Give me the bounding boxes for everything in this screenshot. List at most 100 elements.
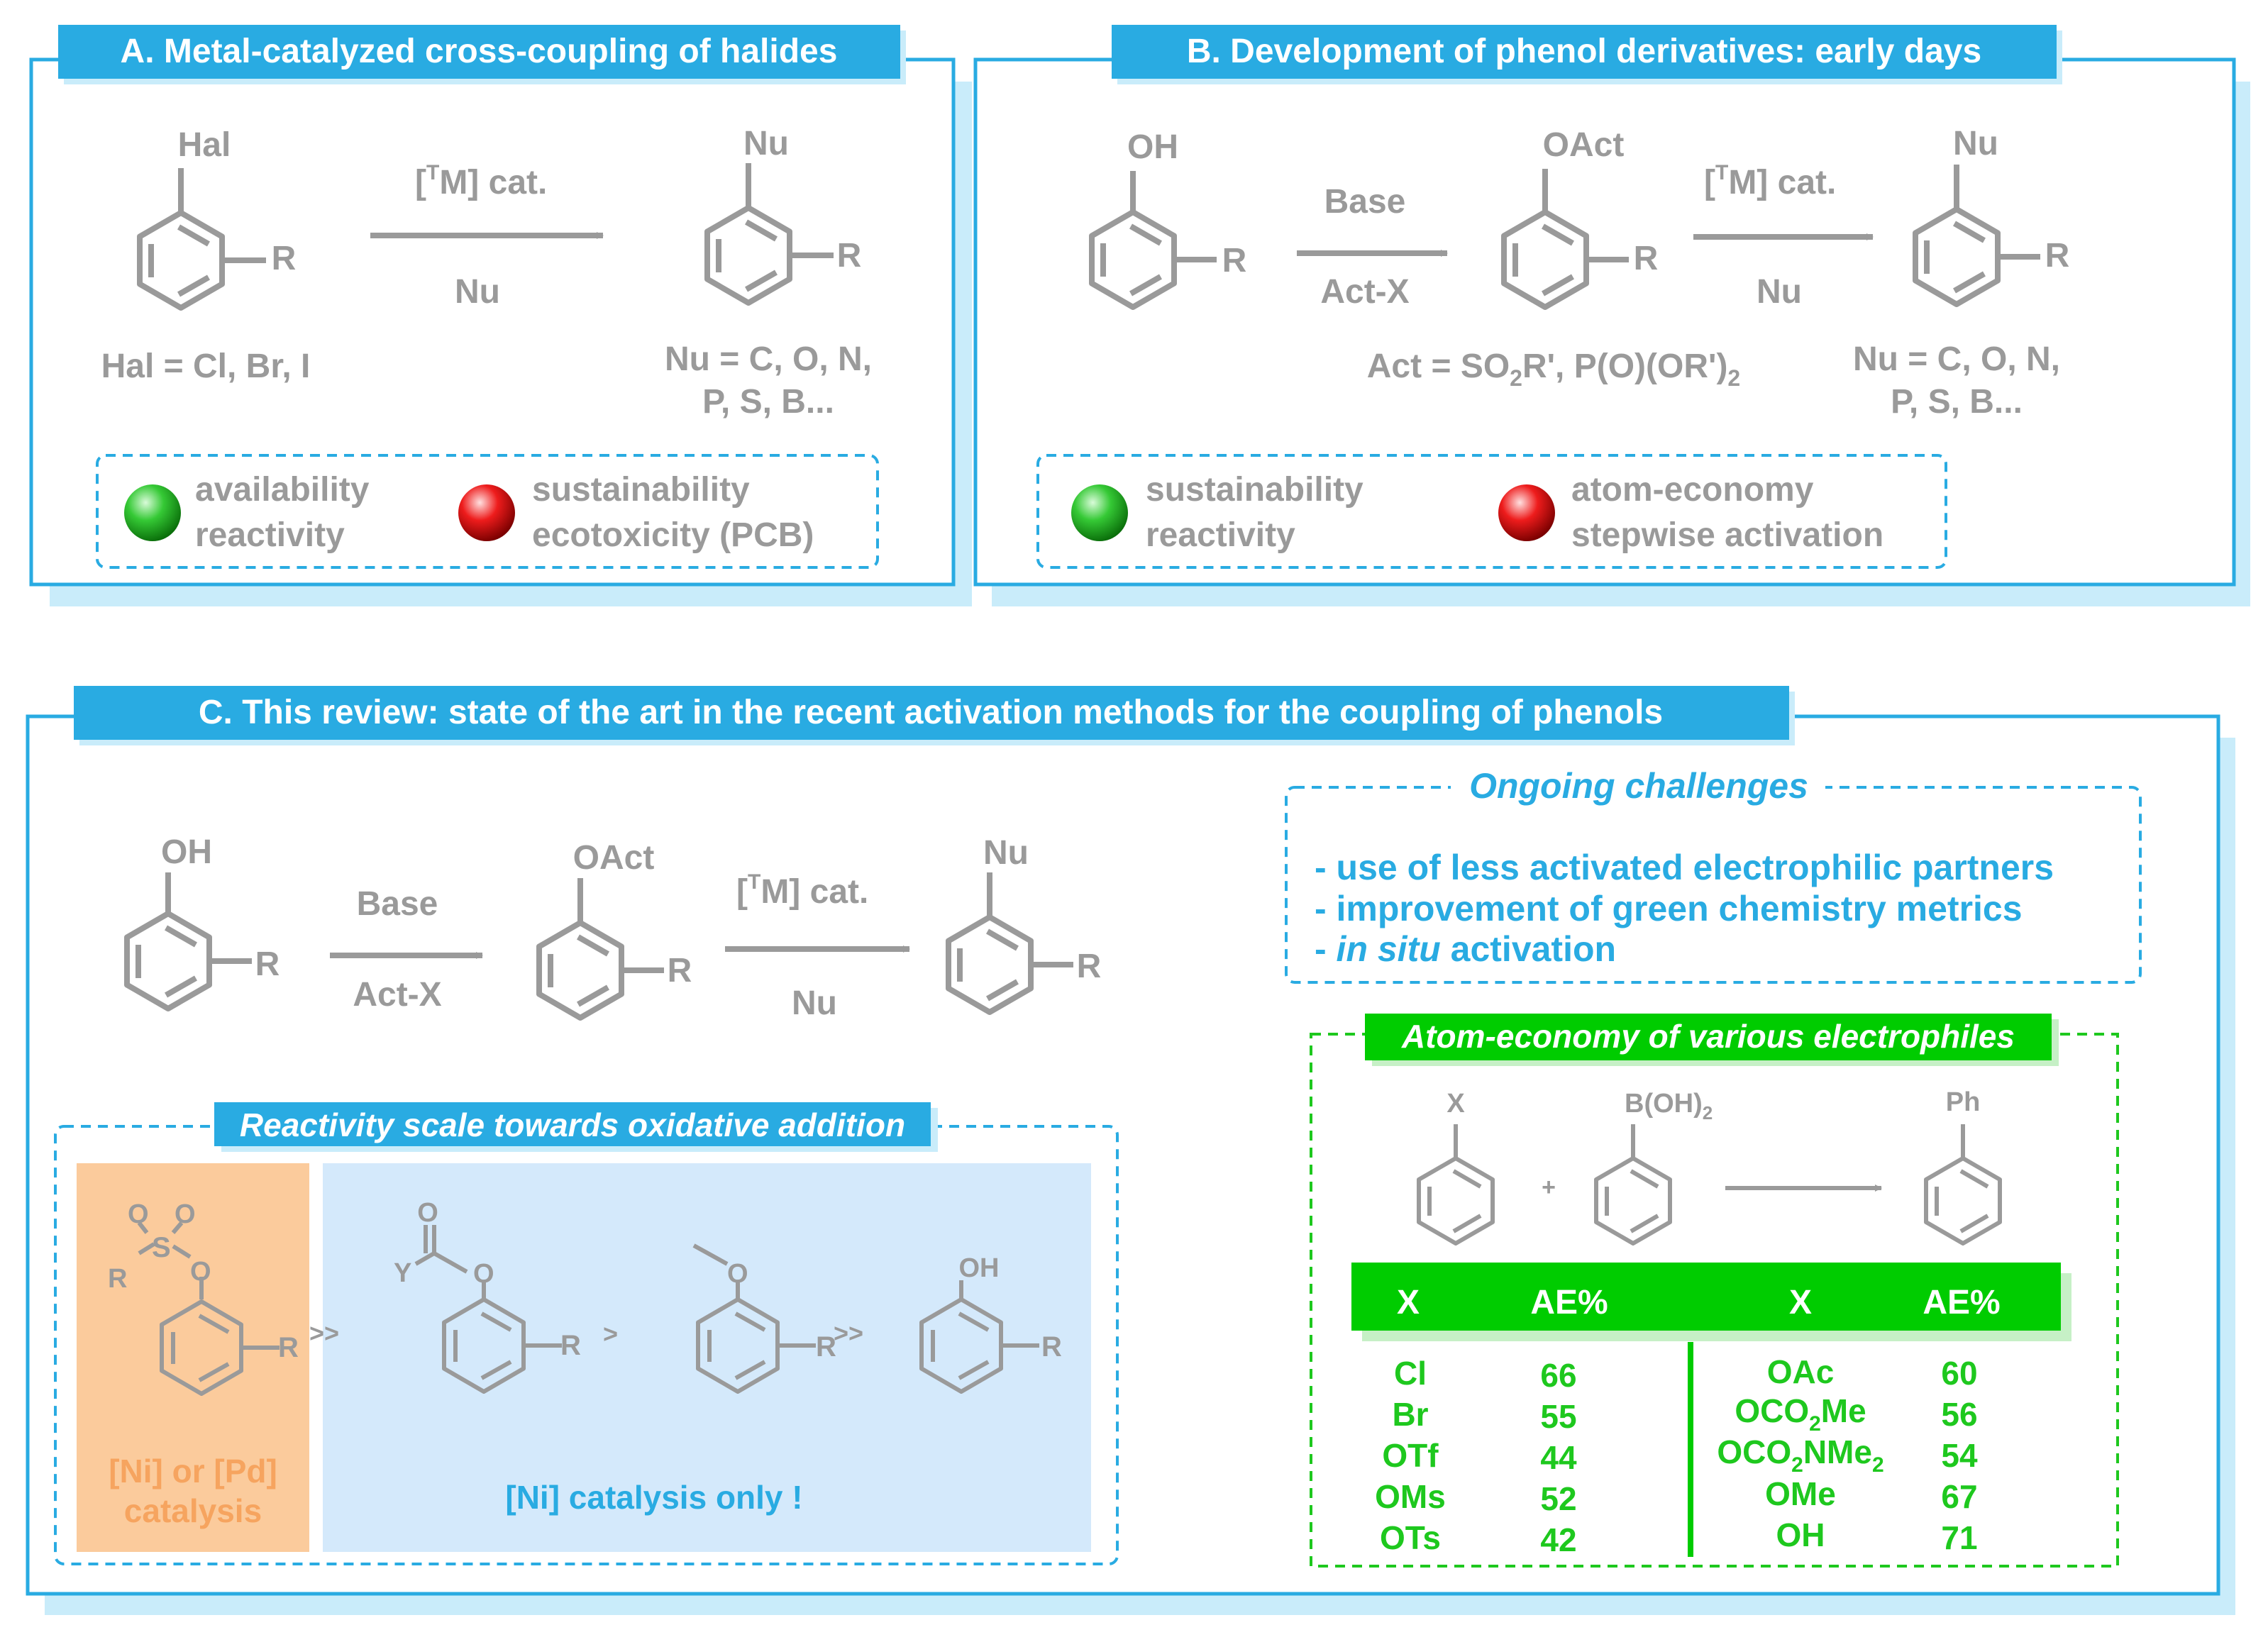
reactivity-title-bar [214, 1102, 931, 1146]
table-cell: 66 [1540, 1357, 1576, 1394]
table-cell: 60 [1941, 1355, 1977, 1392]
table-cell: OAc [1767, 1353, 1835, 1390]
ni-only-label: [Ni] catalysis only ! [505, 1479, 802, 1516]
table-cell: OMe [1765, 1475, 1836, 1512]
panel-b-title: B. Development of phenol derivatives: ea… [1187, 33, 1981, 70]
oh-label: OH [161, 833, 212, 871]
ni-pd-zone [77, 1163, 309, 1552]
nucleophile-label: Nu [455, 273, 500, 311]
oact-label: OAct [573, 839, 655, 877]
challenge-2: - improvement of green chemistry metrics [1315, 889, 2023, 928]
phenol-structure [124, 872, 252, 1011]
pro-1: sustainability [1146, 471, 1363, 509]
red-ball-icon [458, 484, 515, 541]
table-cell: 67 [1941, 1478, 1977, 1515]
ni-pd-label-2: catalysis [124, 1492, 262, 1529]
act-caption: Act = SO2R', P(O)(OR')2 [1367, 348, 1740, 391]
r-label: R [816, 1331, 836, 1363]
aryl-ester-structure: O Y O R [394, 1198, 581, 1394]
sulfur-label: S [152, 1232, 171, 1263]
ae-title: Atom-economy of various electrophiles [1401, 1018, 2015, 1055]
reactivity-scale-box [54, 1125, 1119, 1565]
panel-a-title: A. Metal-catalyzed cross-coupling of hal… [121, 33, 838, 70]
table-cell: 54 [1941, 1437, 1978, 1474]
green-ball-icon [124, 484, 181, 541]
table-cell: Cl [1394, 1355, 1427, 1392]
nu-caption-line-2: P, S, B... [702, 383, 834, 421]
con-1: atom-economy [1571, 471, 1814, 509]
plus-sign: + [1542, 1174, 1556, 1201]
red-ball-icon [1498, 484, 1555, 541]
reactivity-title: Reactivity scale towards oxidative addit… [240, 1106, 905, 1143]
ni-pd-label-1: [Ni] or [Pd] [109, 1453, 277, 1490]
panel-b-title-bar [1112, 25, 2057, 79]
table-cell: OCO2Me [1735, 1392, 1866, 1436]
r-label: R [272, 240, 297, 277]
phenol-structure [1089, 171, 1217, 310]
r-label: R [1077, 948, 1102, 985]
table-cell: OH [1776, 1516, 1825, 1553]
table-cell: Br [1392, 1396, 1428, 1433]
con-2: stepwise activation [1571, 516, 1883, 554]
ae-table-left: Cl 66 Br 55 OTf 44 OMs 52 OTs 42 [1375, 1355, 1577, 1558]
r-label: R [668, 952, 692, 989]
pro-2: reactivity [195, 516, 345, 554]
oxygen-label: O [727, 1259, 748, 1289]
nucleophile-label: Nu [792, 984, 837, 1022]
halide-label: Hal [178, 126, 231, 164]
nu-caption-line-1: Nu = C, O, N, [1853, 340, 2060, 378]
r-label: R [278, 1332, 299, 1363]
nu-caption-line-1: Nu = C, O, N, [665, 340, 872, 378]
y-label: Y [394, 1258, 411, 1288]
sulfonyl-o1: O [128, 1199, 149, 1229]
panel-c: C. This review: state of the art in the … [26, 686, 2235, 1615]
ae-table-header [1351, 1263, 2061, 1331]
r-label: R [837, 237, 862, 274]
catalyst-label: [TM] cat. [1704, 161, 1836, 201]
atom-economy-box [1310, 1033, 2119, 1568]
act-x-label: Act-X [353, 976, 441, 1014]
panel-a: A. Metal-catalyzed cross-coupling of hal… [29, 25, 972, 606]
challenge-3: - in situ activation [1315, 929, 1616, 969]
ae-header-x-right: X [1789, 1284, 1812, 1321]
r-label: R [1222, 242, 1247, 279]
table-cell: OTf [1382, 1437, 1439, 1474]
oact-label: OAct [1543, 126, 1625, 164]
activated-phenol-structure [536, 878, 664, 1021]
product-structure [1913, 165, 2040, 307]
halide-caption: Hal = Cl, Br, I [101, 348, 311, 385]
ae-header-x-left: X [1397, 1284, 1420, 1321]
table-cell: 44 [1540, 1439, 1577, 1476]
aryl-halide-structure [137, 168, 266, 311]
oh-label: OH [959, 1253, 1000, 1283]
table-cell: 42 [1540, 1521, 1576, 1558]
r-label: R [255, 945, 280, 983]
table-cell: OTs [1380, 1519, 1441, 1556]
activated-phenol-structure [1501, 169, 1629, 310]
pros-cons-box [1036, 454, 1947, 569]
pro-1: availability [195, 471, 370, 509]
order-symbol-1: >> [309, 1319, 339, 1348]
ae-reaction-structures [1417, 1124, 2002, 1246]
act-x-label: Act-X [1320, 273, 1409, 311]
table-cell: 71 [1941, 1519, 1977, 1556]
con-2: ecotoxicity (PCB) [532, 516, 814, 554]
ae-title-bar [1365, 1014, 2052, 1060]
panel-c-title: C. This review: state of the art in the … [199, 694, 1663, 731]
ae-header-ae-left: AE% [1530, 1284, 1608, 1321]
oxygen-label: O [473, 1259, 494, 1289]
challenge-1: - use of less activated electrophilic pa… [1315, 848, 2054, 887]
table-cell: 55 [1540, 1398, 1576, 1435]
phenol-structure: OH R [919, 1253, 1062, 1394]
r-label: R [108, 1264, 127, 1294]
boronic-acid-label: B(OH)2 [1625, 1089, 1713, 1124]
nu-label: Nu [1953, 125, 1998, 162]
ae-x-label: X [1446, 1089, 1465, 1119]
aryl-sulfonate-structure: O O S R O R [108, 1199, 299, 1396]
product-structure [704, 163, 834, 306]
nu-label: Nu [983, 834, 1029, 872]
product-structure [946, 872, 1073, 1015]
r-label: R [1041, 1331, 1062, 1363]
nucleophile-label: Nu [1757, 273, 1802, 311]
base-label: Base [357, 885, 438, 923]
